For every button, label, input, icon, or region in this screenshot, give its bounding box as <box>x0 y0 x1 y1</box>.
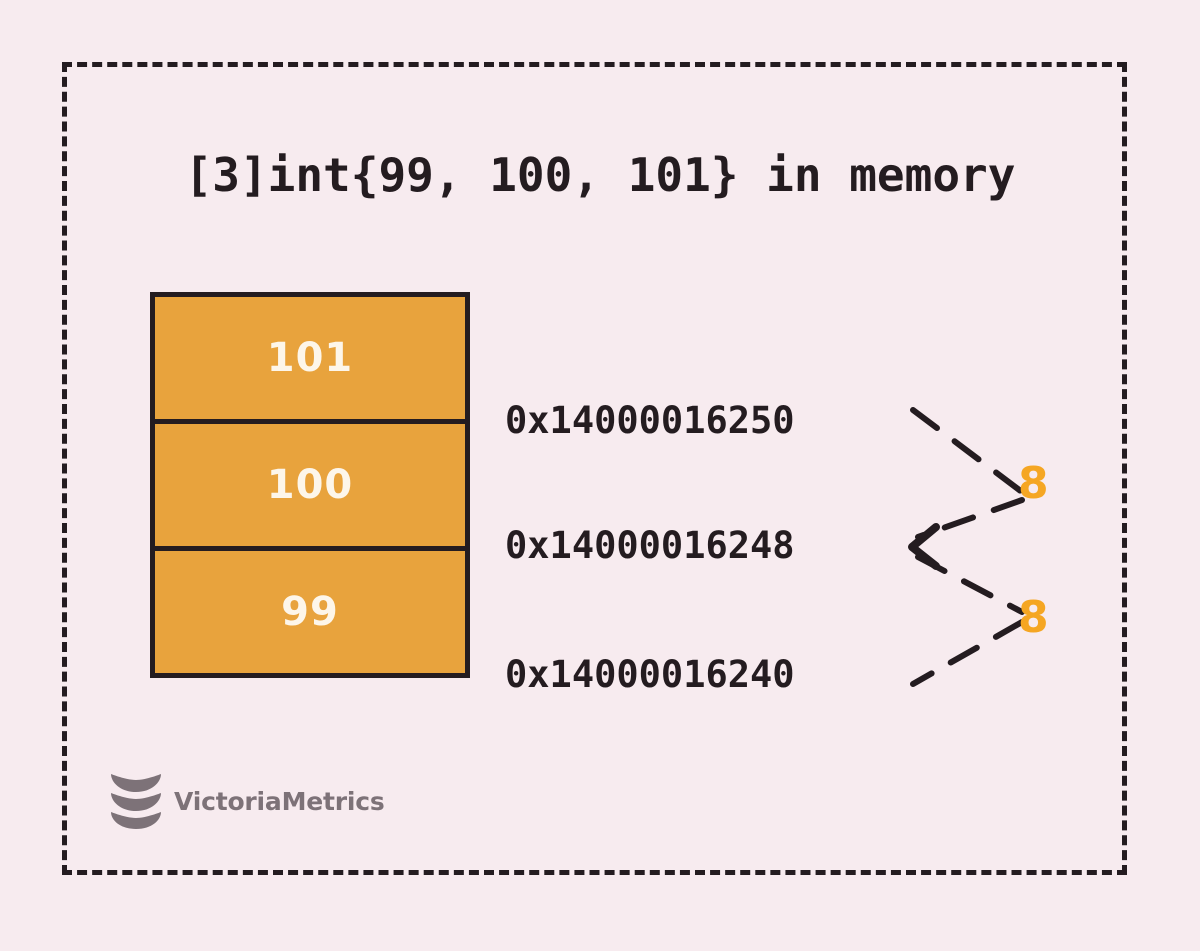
memory-cell-value: 99 <box>281 589 339 635</box>
dashed-frame <box>62 62 1127 875</box>
memory-cell-value: 101 <box>266 335 354 381</box>
memory-cell-value: 100 <box>266 462 354 508</box>
memory-address-label: 0x14000016248 <box>505 524 795 567</box>
victoriametrics-chevron-icon <box>111 774 161 829</box>
gap-size-label: 8 <box>1018 458 1049 509</box>
victoriametrics-logo: VictoriaMetrics <box>108 772 385 830</box>
memory-address-label: 0x14000016250 <box>505 399 795 442</box>
memory-block: 101 100 99 <box>150 292 470 678</box>
memory-cell-100: 100 <box>155 419 465 546</box>
gap-size-label: 8 <box>1018 592 1049 643</box>
memory-address-label: 0x14000016240 <box>505 653 795 696</box>
memory-cell-101: 101 <box>155 297 465 419</box>
page-title: [3]int{99, 100, 101} in memory <box>184 148 1016 202</box>
victoriametrics-logo-text: VictoriaMetrics <box>174 786 385 816</box>
memory-cell-99: 99 <box>155 546 465 673</box>
